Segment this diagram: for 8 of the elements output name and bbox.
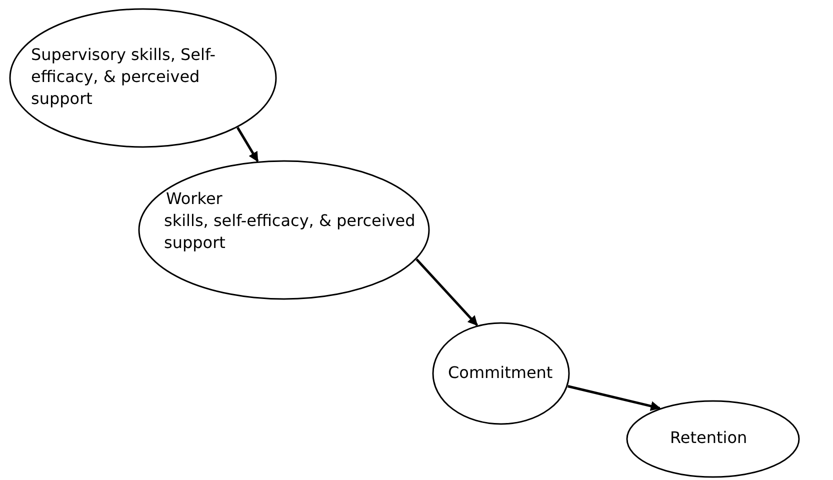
arrow [236,126,259,162]
node-label: Commitment [448,362,554,384]
node-label: skills, self-efficacy, & perceived support [164,210,416,254]
node-label: Supervisory skills, Self-efficacy, & perceived support [31,44,216,110]
arrow [416,258,478,326]
arrow [568,385,661,411]
node-label: Retention [670,427,748,449]
node-label: Worker [166,188,224,210]
